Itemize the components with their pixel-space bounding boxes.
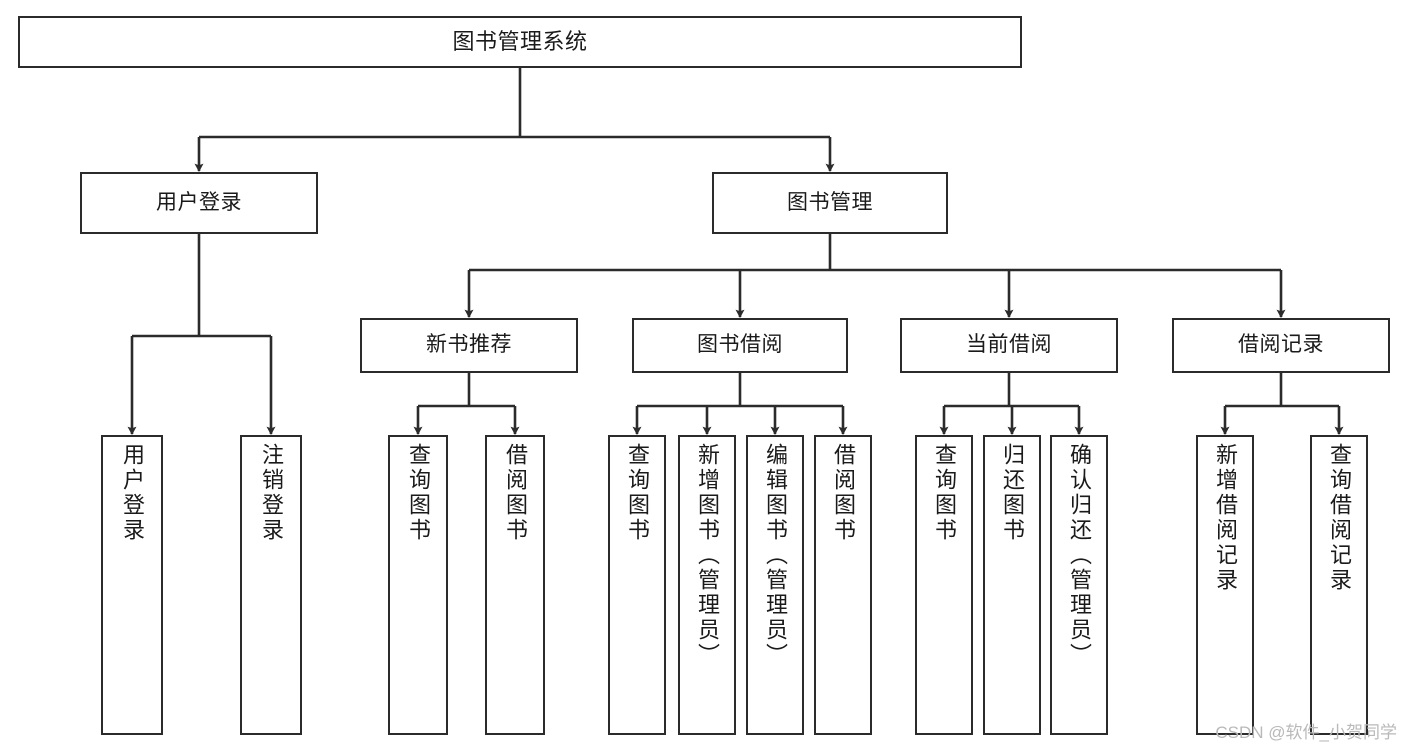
node-current_borrow[interactable]: 当前借阅 <box>900 318 1118 373</box>
node-leaf_query_book_2[interactable]: 查询图书 <box>608 435 666 735</box>
node-label: 新增借阅记录 <box>1213 443 1238 593</box>
node-label: 确认归还（管理员） <box>1067 443 1092 668</box>
node-book_borrow[interactable]: 图书借阅 <box>632 318 848 373</box>
node-label: 当前借阅 <box>966 333 1052 357</box>
node-label: 图书借阅 <box>697 333 783 357</box>
node-leaf_return_book[interactable]: 归还图书 <box>983 435 1041 735</box>
watermark-text: CSDN @软件_小贺同学 <box>1215 723 1397 742</box>
node-label: 查询图书 <box>932 443 957 543</box>
node-label: 新书推荐 <box>426 333 512 357</box>
node-label: 借阅图书 <box>831 443 856 543</box>
node-label: 图书管理 <box>787 190 873 214</box>
node-leaf_borrow_book_2[interactable]: 借阅图书 <box>814 435 872 735</box>
node-label: 新增图书（管理员） <box>695 443 720 668</box>
node-label: 查询图书 <box>625 443 650 543</box>
node-label: 图书管理系统 <box>452 29 588 55</box>
node-label: 查询借阅记录 <box>1327 443 1352 593</box>
node-new_book_rec[interactable]: 新书推荐 <box>360 318 578 373</box>
node-leaf_confirm_return[interactable]: 确认归还（管理员） <box>1050 435 1108 735</box>
node-label: 归还图书 <box>1000 443 1025 543</box>
node-label: 借阅图书 <box>503 443 528 543</box>
node-label: 借阅记录 <box>1238 333 1324 357</box>
node-label: 用户登录 <box>156 190 242 214</box>
node-leaf_add_book[interactable]: 新增图书（管理员） <box>678 435 736 735</box>
node-label: 注销登录 <box>259 443 284 543</box>
node-root[interactable]: 图书管理系统 <box>18 16 1022 68</box>
node-leaf_query_record[interactable]: 查询借阅记录 <box>1310 435 1368 735</box>
node-borrow_record[interactable]: 借阅记录 <box>1172 318 1390 373</box>
node-leaf_user_login[interactable]: 用户登录 <box>101 435 163 735</box>
node-leaf_edit_book[interactable]: 编辑图书（管理员） <box>746 435 804 735</box>
node-leaf_query_book_1[interactable]: 查询图书 <box>388 435 448 735</box>
node-leaf_query_book_3[interactable]: 查询图书 <box>915 435 973 735</box>
node-leaf_borrow_book_1[interactable]: 借阅图书 <box>485 435 545 735</box>
node-label: 用户登录 <box>120 443 145 543</box>
node-label: 查询图书 <box>406 443 431 543</box>
node-user_login[interactable]: 用户登录 <box>80 172 318 234</box>
node-label: 编辑图书（管理员） <box>763 443 788 668</box>
node-leaf_add_record[interactable]: 新增借阅记录 <box>1196 435 1254 735</box>
node-leaf_logout[interactable]: 注销登录 <box>240 435 302 735</box>
node-book_manage[interactable]: 图书管理 <box>712 172 948 234</box>
